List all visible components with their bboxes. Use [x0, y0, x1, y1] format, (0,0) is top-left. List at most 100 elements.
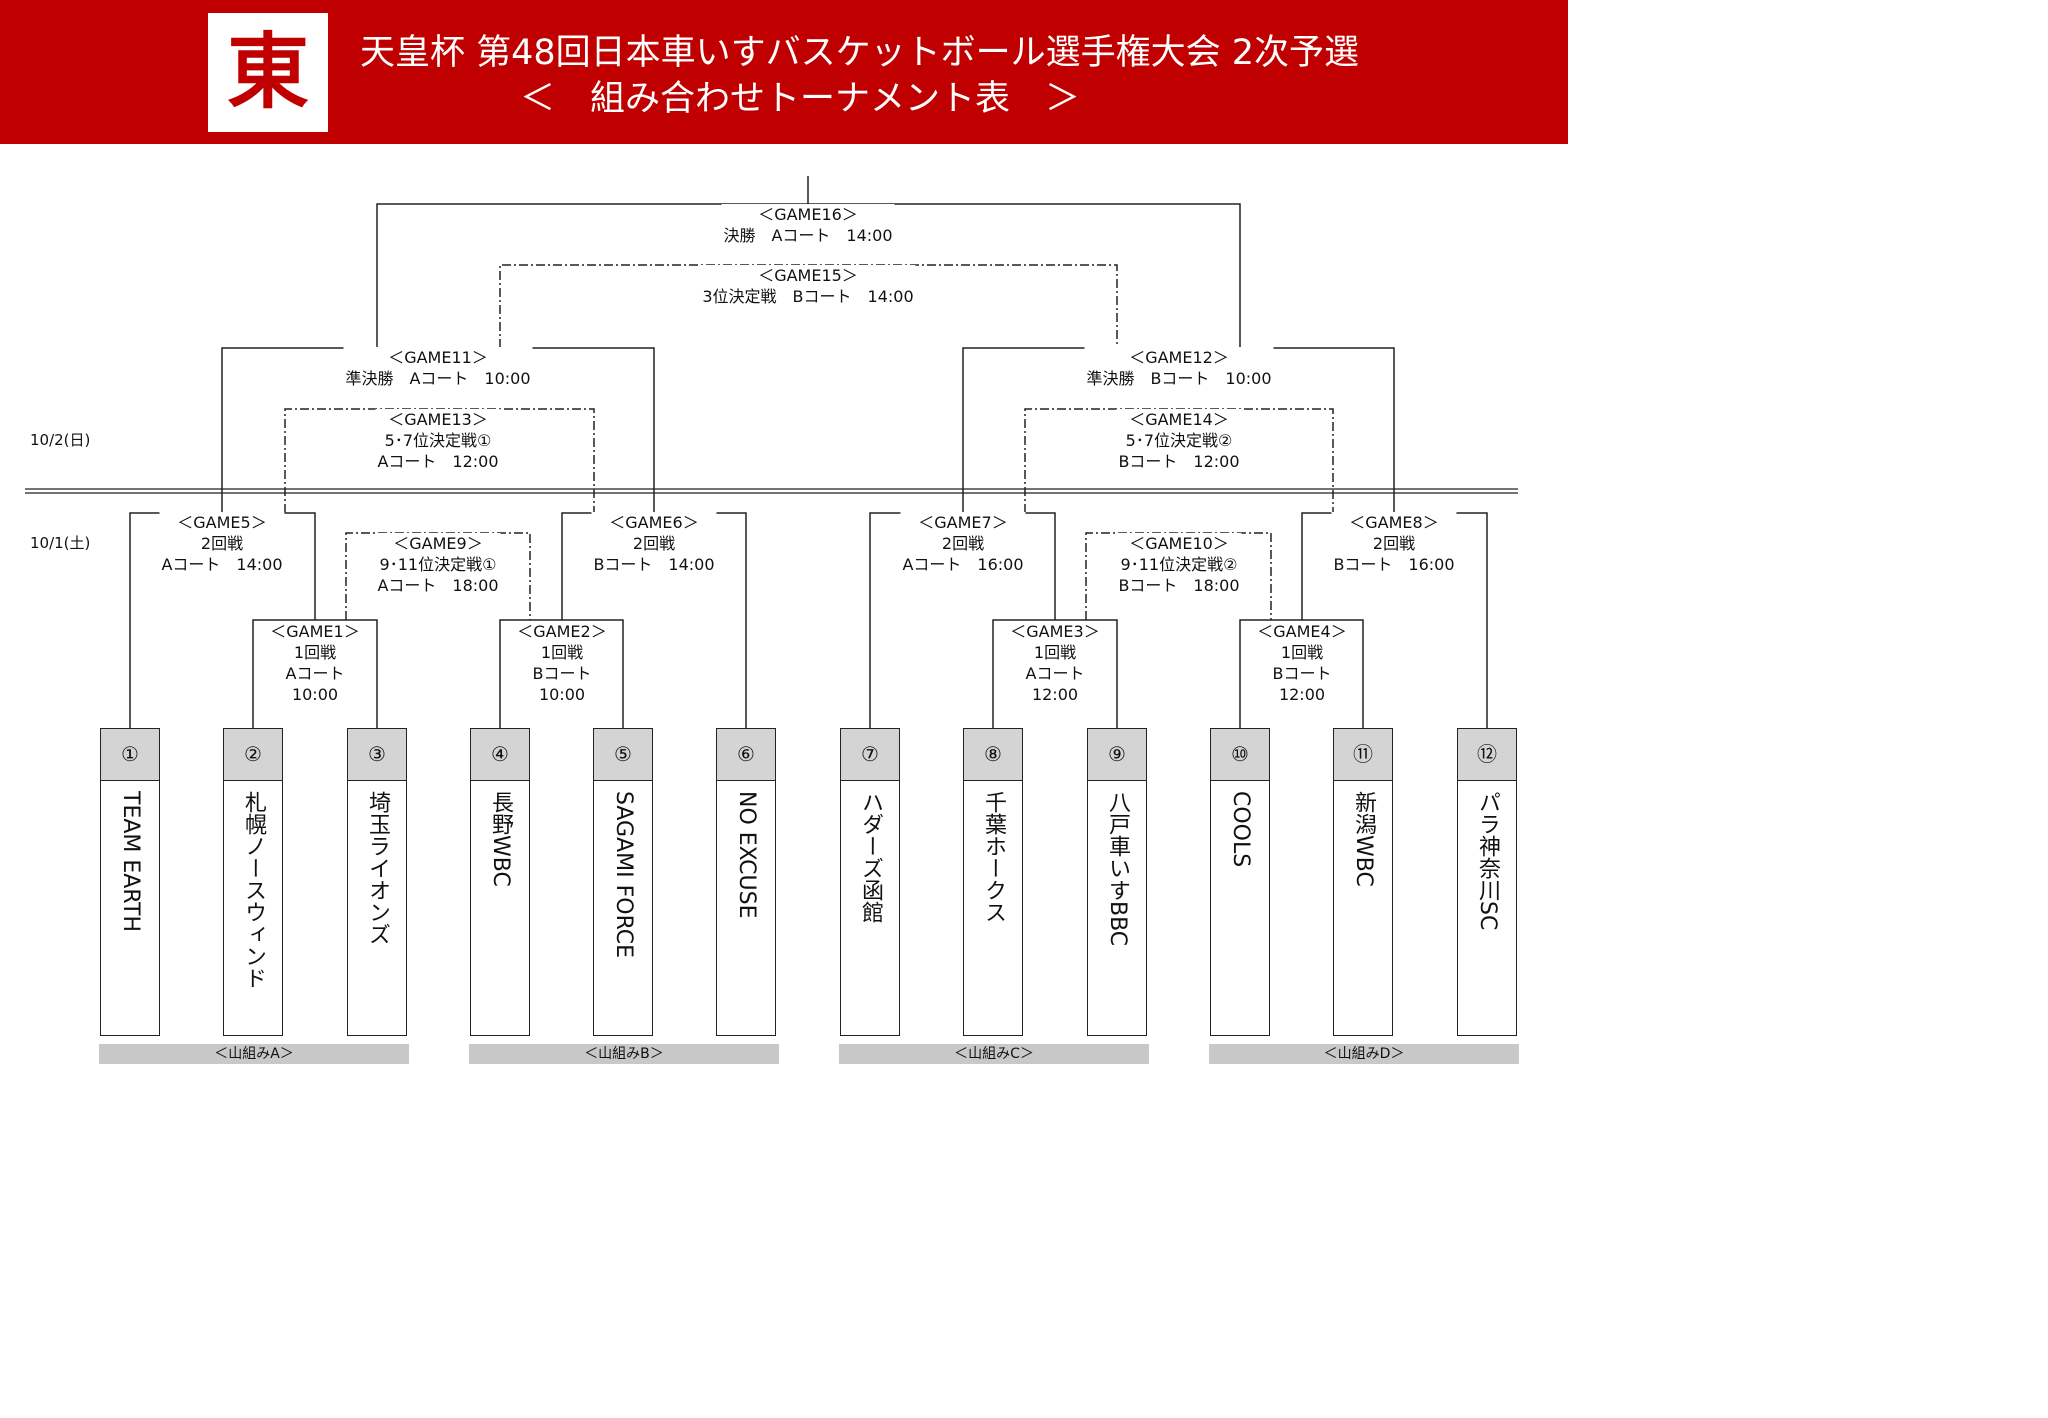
- team-box: ⑫ パラ神奈川SC: [1457, 728, 1517, 1036]
- game-number: ＜GAME7＞: [918, 513, 1008, 532]
- game-label-game7: ＜GAME7＞ 2回戦 Aコート 16:00: [900, 512, 1026, 575]
- game-detail: 1回戦: [540, 643, 584, 662]
- game-detail: 準決勝 Aコート 10:00: [345, 369, 531, 388]
- game-number: ＜GAME15＞: [758, 266, 858, 285]
- pool-label: ＜山組みD＞: [1209, 1044, 1519, 1064]
- game-detail: Bコート 14:00: [593, 555, 715, 574]
- game-number: ＜GAME9＞: [393, 534, 483, 553]
- game-label-game6: ＜GAME6＞ 2回戦 Bコート 14:00: [591, 512, 717, 575]
- team-box: ⑨ 八戸車いすBBC: [1087, 728, 1147, 1036]
- game-number: ＜GAME5＞: [177, 513, 267, 532]
- team-name: 埼玉ライオンズ: [365, 791, 390, 945]
- game-label-game15: ＜GAME15＞ 3位決定戦 Bコート 14:00: [700, 265, 916, 307]
- team-box: ⑪ 新潟WBC: [1333, 728, 1393, 1036]
- game-label-game12: ＜GAME12＞ 準決勝 Bコート 10:00: [1084, 347, 1274, 389]
- team-box: ④ 長野WBC: [470, 728, 530, 1036]
- pool-label: ＜山組みB＞: [469, 1044, 779, 1064]
- game-detail: 12:00: [1278, 685, 1326, 704]
- game-number: ＜GAME10＞: [1129, 534, 1229, 553]
- game-label-game9: ＜GAME9＞ 9･11位決定戦① Aコート 18:00: [375, 533, 501, 596]
- game-number: ＜GAME13＞: [388, 410, 488, 429]
- team-number: ③: [348, 729, 406, 781]
- game-detail: 2回戦: [632, 534, 676, 553]
- game-number: ＜GAME4＞: [1257, 622, 1347, 641]
- team-number: ⑨: [1088, 729, 1146, 781]
- connector-game3: [992, 619, 1118, 728]
- team-number: ⑤: [594, 729, 652, 781]
- team-box: ① TEAM EARTH: [100, 728, 160, 1036]
- game-number: ＜GAME11＞: [388, 348, 488, 367]
- team-name: SAGAMI FORCE: [611, 791, 636, 959]
- team-number: ①: [101, 729, 159, 781]
- game-detail: Aコート 12:00: [377, 452, 499, 471]
- game-number: ＜GAME1＞: [270, 622, 360, 641]
- team-name: COOLS: [1228, 791, 1253, 868]
- team-name: 新潟WBC: [1351, 791, 1376, 887]
- game-label-game16: ＜GAME16＞ 決勝 Aコート 14:00: [721, 204, 895, 246]
- team-name: 札幌ノースウィンド: [241, 791, 266, 989]
- team-box: ⑦ ハダーズ函館: [840, 728, 900, 1036]
- game-detail: 9･11位決定戦②: [1120, 555, 1238, 574]
- page-subtitle: ＜ 組み合わせトーナメント表 ＞: [519, 79, 1080, 119]
- game-detail: 1回戦: [1033, 643, 1077, 662]
- team-number: ⑫: [1458, 729, 1516, 781]
- team-name: TEAM EARTH: [118, 791, 143, 932]
- game-number: ＜GAME14＞: [1129, 410, 1229, 429]
- team-name: パラ神奈川SC: [1475, 791, 1500, 931]
- game-detail: 10:00: [291, 685, 339, 704]
- game-label-game3: ＜GAME3＞ 1回戦 Aコート 12:00: [1008, 621, 1102, 705]
- game-detail: Aコート 18:00: [377, 576, 499, 595]
- game-label-game13: ＜GAME13＞ 5･7位決定戦① Aコート 12:00: [375, 409, 501, 472]
- game-detail: Bコート 12:00: [1118, 452, 1240, 471]
- game-detail: Aコート 14:00: [161, 555, 283, 574]
- team-name: 長野WBC: [488, 791, 513, 887]
- page-title: 天皇杯 第48回日本車いすバスケットボール選手権大会 2次予選: [360, 33, 1360, 73]
- game-detail: Aコート 16:00: [902, 555, 1024, 574]
- game-number: ＜GAME6＞: [609, 513, 699, 532]
- game-detail: Bコート: [532, 664, 592, 683]
- game-detail: 3位決定戦 Bコート 14:00: [702, 287, 914, 306]
- game-detail: 2回戦: [1372, 534, 1416, 553]
- connector-game1: [252, 619, 378, 728]
- game-detail: 準決勝 Bコート 10:00: [1086, 369, 1272, 388]
- team-name: 八戸車いすBBC: [1105, 791, 1130, 947]
- team-number: ⑦: [841, 729, 899, 781]
- team-box: ⑤ SAGAMI FORCE: [593, 728, 653, 1036]
- game-detail: Bコート: [1272, 664, 1332, 683]
- team-number: ②: [224, 729, 282, 781]
- game-label-game10: ＜GAME10＞ 9･11位決定戦② Bコート 18:00: [1116, 533, 1242, 596]
- game-label-game11: ＜GAME11＞ 準決勝 Aコート 10:00: [343, 347, 533, 389]
- pool-label: ＜山組みC＞: [839, 1044, 1149, 1064]
- team-number: ⑧: [964, 729, 1022, 781]
- game-number: ＜GAME3＞: [1010, 622, 1100, 641]
- game-number: ＜GAME16＞: [758, 205, 858, 224]
- game-detail: Aコート: [285, 664, 345, 683]
- region-badge: 東: [208, 13, 328, 132]
- game-detail: 2回戦: [200, 534, 244, 553]
- game-detail: 5･7位決定戦①: [384, 431, 492, 450]
- team-number: ⑪: [1334, 729, 1392, 781]
- team-box: ⑩ COOLS: [1210, 728, 1270, 1036]
- game-number: ＜GAME8＞: [1349, 513, 1439, 532]
- team-name: 千葉ホークス: [981, 791, 1006, 923]
- game-detail: Aコート: [1025, 664, 1085, 683]
- team-name: ハダーズ函館: [858, 791, 883, 923]
- header-banner: 東 天皇杯 第48回日本車いすバスケットボール選手権大会 2次予選 ＜ 組み合わ…: [0, 0, 1568, 144]
- game-detail: 決勝 Aコート 14:00: [723, 226, 893, 245]
- date-label-day1: 10/1(土): [30, 534, 91, 552]
- game-detail: 2回戦: [941, 534, 985, 553]
- game-detail: 12:00: [1031, 685, 1079, 704]
- game-detail: 9･11位決定戦①: [379, 555, 497, 574]
- team-number: ④: [471, 729, 529, 781]
- connector-game4: [1239, 619, 1364, 728]
- game-number: ＜GAME2＞: [517, 622, 607, 641]
- team-number: ⑩: [1211, 729, 1269, 781]
- pool-label: ＜山組みA＞: [99, 1044, 409, 1064]
- game-detail: Bコート 18:00: [1118, 576, 1240, 595]
- game-number: ＜GAME12＞: [1129, 348, 1229, 367]
